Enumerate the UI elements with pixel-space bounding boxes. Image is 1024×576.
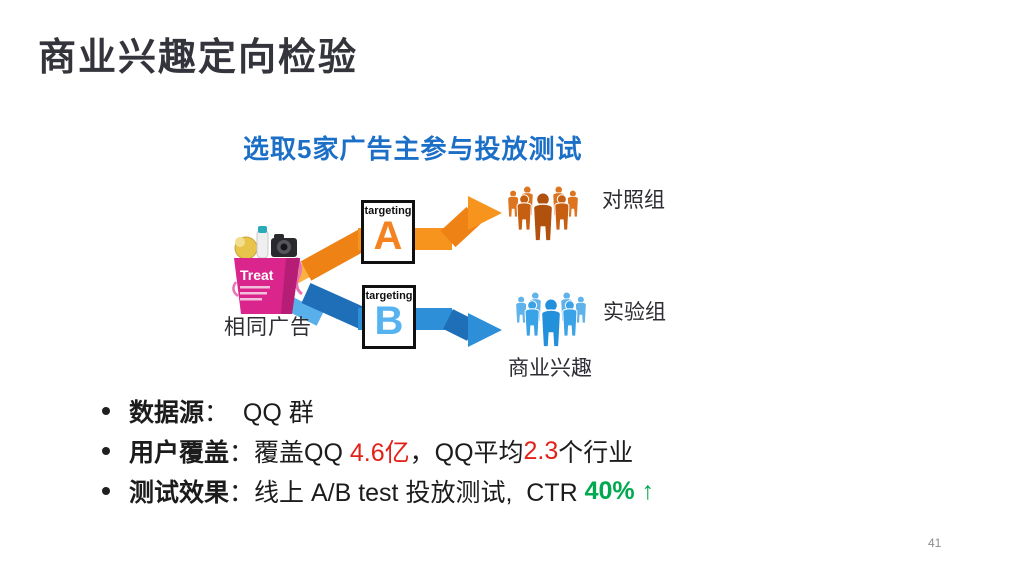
highlight-ctr-lift: 40% ↑ xyxy=(584,476,655,505)
same-ad-label: 相同广告 xyxy=(224,316,312,339)
page-title: 商业兴趣定向检验 xyxy=(38,37,359,79)
bag-brand-text: Treat xyxy=(240,267,274,283)
bullet-list: 数据源 ： QQ 群 用户覆盖 ：覆盖QQ 4.6亿 ，QQ平均 2.3 个行业… xyxy=(102,391,654,511)
targeting-b-box: targeting B xyxy=(362,285,416,349)
bullet-data-source: 数据源 ： QQ 群 xyxy=(102,391,654,431)
highlight-avg-industries: 2.3 xyxy=(523,436,559,465)
bullet-text: ：线上 A/B test 投放测试, CTR xyxy=(229,479,585,507)
bullet-text: 用户覆盖 xyxy=(129,439,230,467)
business-interest-label: 商业兴趣 xyxy=(508,357,592,380)
control-group-label: 对照组 xyxy=(602,189,665,212)
control-group-people-icon xyxy=(507,185,579,242)
bullet-dot xyxy=(102,487,110,495)
ab-test-flow-diagram: Treat targeting A targeting B xyxy=(220,172,700,387)
bullet-dot xyxy=(102,407,110,415)
bullet-dot xyxy=(102,447,110,455)
targeting-b-caption: targeting xyxy=(365,290,413,302)
targeting-a-box: targeting A xyxy=(361,200,415,264)
bullet-text: ，QQ平均 xyxy=(409,439,524,467)
targeting-a-caption: targeting xyxy=(364,205,412,217)
experiment-group-people-icon xyxy=(515,291,587,348)
targeting-a-letter: A xyxy=(373,214,403,258)
bullet-text: 数据源 xyxy=(129,399,205,427)
bullet-text: 测试效果 xyxy=(129,479,230,507)
targeting-b-letter: B xyxy=(374,299,404,343)
diagram-heading: 选取5家广告主参与投放测试 xyxy=(243,134,583,164)
bullet-test-result: 测试效果 ：线上 A/B test 投放测试, CTR 40% ↑ xyxy=(102,471,654,511)
bullet-user-coverage: 用户覆盖 ：覆盖QQ 4.6亿 ，QQ平均 2.3 个行业 xyxy=(102,431,654,471)
page-number: 41 xyxy=(928,536,942,550)
bullet-text: 个行业 xyxy=(558,439,634,467)
bullet-text: ： QQ 群 xyxy=(204,399,314,427)
experiment-group-label: 实验组 xyxy=(603,301,666,324)
gift-bag-icon: Treat xyxy=(232,226,303,314)
highlight-qq-users: 4.6亿 xyxy=(349,439,410,467)
bullet-text: ：覆盖QQ xyxy=(229,439,350,467)
